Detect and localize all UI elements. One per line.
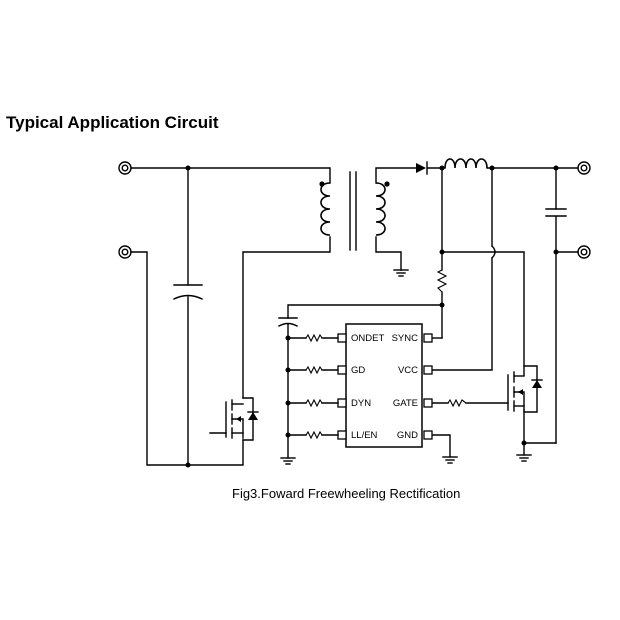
pin-gnd: GND (397, 430, 418, 441)
sync-mosfet (507, 365, 543, 413)
input-wiring (130, 165, 331, 468)
input-capacitor (173, 284, 203, 300)
pin-ondet: ONDET (351, 333, 384, 344)
pin-vcc: VCC (398, 365, 418, 376)
ground-icon (280, 457, 296, 465)
pin-gate: GATE (393, 398, 418, 409)
output-capacitor (545, 208, 567, 217)
secondary-diode (416, 161, 428, 175)
ground-icon (393, 269, 409, 277)
pin-gd: GD (351, 365, 365, 376)
secondary-wiring (375, 165, 579, 458)
gate-resistor (447, 398, 467, 408)
ground-icon (516, 454, 532, 462)
pin-sync: SYNC (392, 333, 419, 344)
transformer (319, 171, 390, 251)
controller-ic: ONDET GD DYN LL/EN SYNC VCC GATE GND (337, 323, 433, 448)
output-terminals (577, 161, 591, 259)
page-title: Typical Application Circuit (6, 113, 219, 132)
ground-symbols (280, 269, 532, 465)
output-inductor (444, 158, 488, 169)
pin-dyn: DYN (351, 398, 371, 409)
primary-mosfet (209, 397, 259, 441)
figure-caption: Fig3.Foward Freewheeling Rectification (232, 486, 460, 501)
sense-resistor (436, 269, 448, 293)
ground-icon (442, 456, 458, 464)
ic-left-network (278, 302, 445, 459)
input-terminals (118, 161, 132, 259)
pin-ll-en: LL/EN (351, 430, 378, 441)
